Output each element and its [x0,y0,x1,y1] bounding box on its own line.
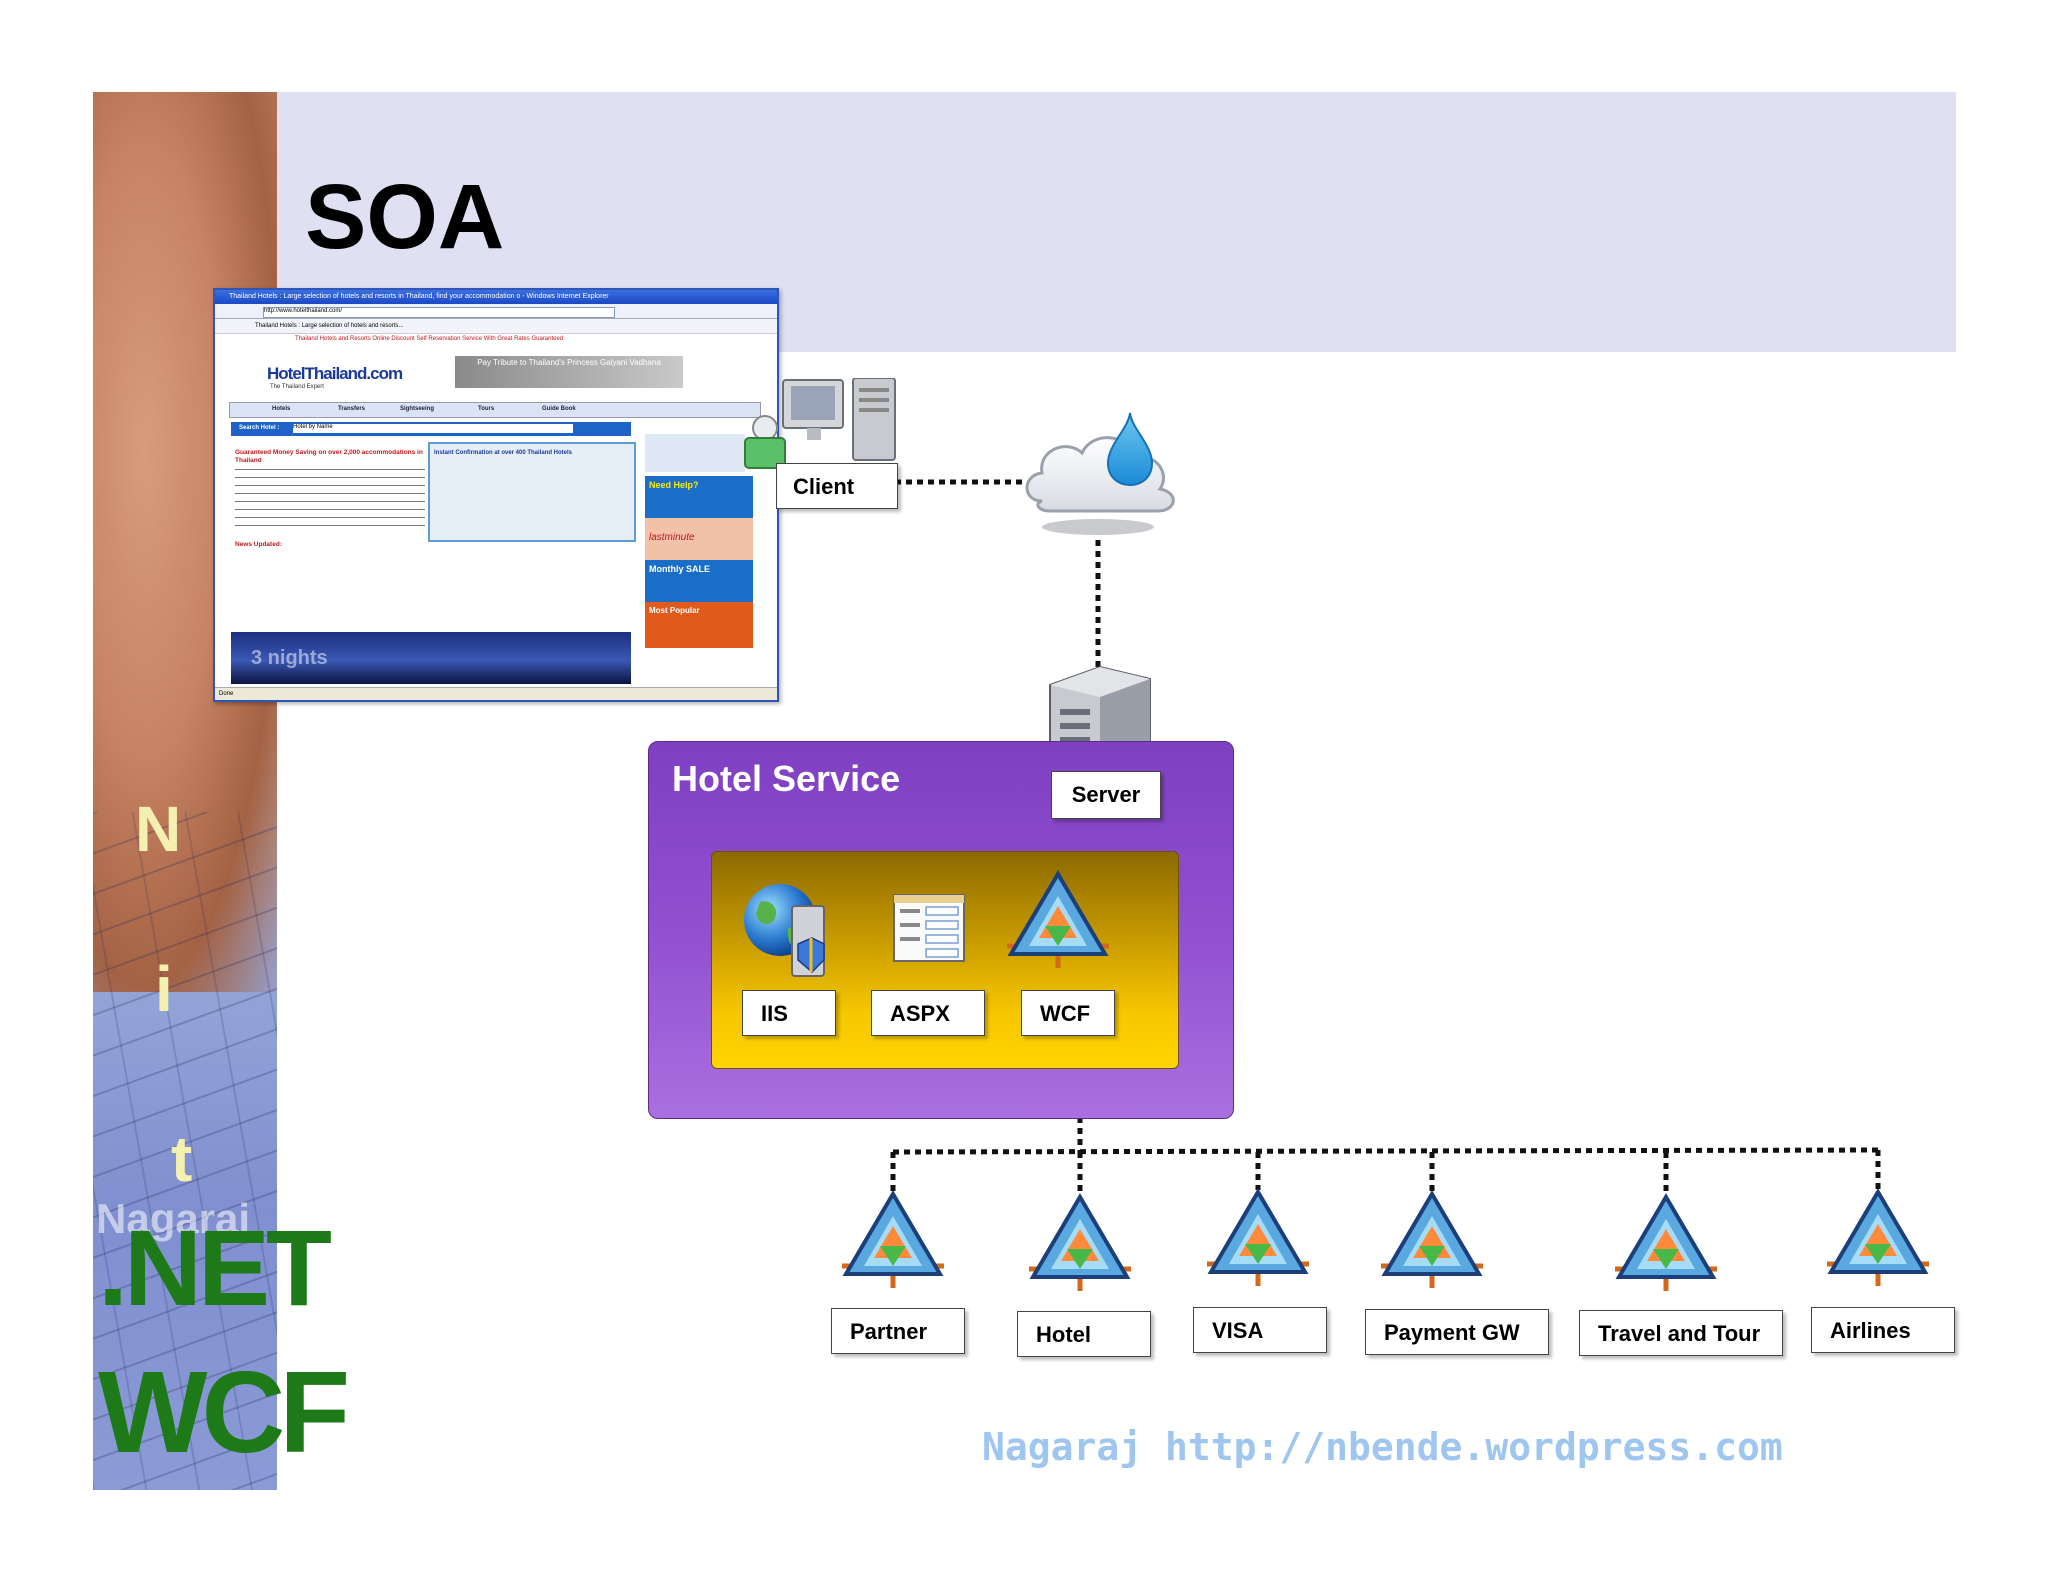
iis-globe-icon [744,884,825,977]
endpoint-hotel-label: Hotel [1017,1311,1151,1357]
component-wcf-label: WCF [1021,990,1115,1036]
promo-heading: Guaranteed Money Saving on over 2,000 ac… [235,449,423,464]
site-banner: Pay Tribute to Thailand's Princess Galya… [455,356,683,388]
site-nav: Hotels Transfers Sightseeing Tours Guide… [229,402,761,418]
site-search-bar: Search Hotel : Hotel by Name [231,422,631,436]
endpoint-visa-label: VISA [1193,1307,1327,1353]
vertical-letter-t: t [171,1123,193,1195]
site-tagline: The Thailand Expert [270,384,324,390]
service-bus [892,1147,1881,1155]
net-label: .NET [98,1207,332,1328]
sidebar-watermark: Nagaraj [96,1195,251,1242]
browser-tab: Thailand Hotels : Large selection of hot… [215,319,777,334]
browser-url: http://www.hotelthailand.com/ [263,307,615,318]
endpoint-payment-gw-label: Payment GW [1365,1309,1549,1355]
endpoint-partner-label: Partner [831,1308,965,1354]
search-label: Search Hotel : [239,425,280,431]
wcf-triangle-icon [1615,1193,1717,1291]
component-iis-label: IIS [742,990,836,1036]
promo-text: Guaranteed Money Saving on over 2,000 ac… [235,449,425,549]
endpoint-airlines-label: Airlines [1811,1307,1955,1353]
browser-address-bar: http://www.hotelthailand.com/ [215,304,777,319]
wcf-label: WCF [98,1347,350,1477]
nav-tours: Tours [478,406,495,412]
cloud-icon [1025,412,1175,535]
endpoint-travel-tour-label: Travel and Tour [1579,1310,1783,1356]
site-logo: HotelThailand.com [267,364,403,383]
wcf-triangle-icon [842,1190,944,1288]
footer-link[interactable]: Nagaraj http://nbende.wordpress.com [982,1425,1783,1469]
search-value: Hotel by Name [293,424,573,433]
component-aspx-label: ASPX [871,990,985,1036]
booking-form: Instant Confirmation at over 400 Thailan… [428,442,636,542]
site-photo-banner: 3 nights [231,632,631,684]
side-badge-sale: Monthly SALE [645,560,753,606]
slide-title: SOA [305,166,505,268]
vertical-letter-i: i [155,953,173,1025]
site-header: Thailand Hotels and Resorts Online Disco… [295,336,564,342]
hotel-service-title: Hotel Service [672,758,901,799]
weather-box [645,434,745,472]
wcf-triangle-icon [1827,1188,1929,1286]
blueprint-lines [93,812,277,1490]
side-badge-popular: Most Popular [645,602,753,648]
server-label: Server [1051,771,1161,819]
browser-status: Done [215,687,777,700]
nav-guide-book: Guide Book [542,406,576,412]
wcf-triangle-icon [1029,1193,1131,1291]
side-badge-help: Need Help? [645,476,753,522]
wcf-triangle-icon [1007,870,1109,968]
wcf-triangle-icon [1207,1188,1309,1286]
aspx-form-icon [893,894,965,962]
nav-sightseeing: Sightseeing [400,406,435,412]
wcf-triangle-icon [1381,1190,1483,1288]
browser-page: Thailand Hotels and Resorts Online Disco… [215,334,777,688]
nav-transfers: Transfers [338,406,366,412]
vertical-letter-n: N [135,793,182,865]
desktop-computer-icon [744,378,896,469]
nav-hotels: Hotels [272,406,291,412]
confirm-heading: Instant Confirmation at over 400 Thailan… [434,450,573,456]
browser-title: Thailand Hotels : Large selection of hot… [215,290,777,304]
client-label: Client [776,463,898,509]
news-heading: News Updated: [235,541,282,548]
hotel-website-screenshot: Thailand Hotels : Large selection of hot… [213,288,779,702]
